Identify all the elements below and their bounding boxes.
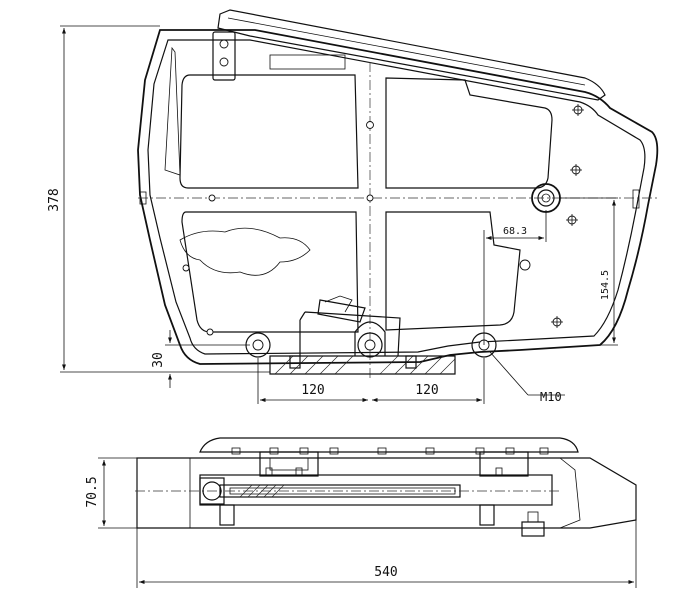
dim-378: 378 (47, 188, 62, 211)
bottom-view-dimensions: 70.5 540 (85, 457, 637, 588)
dim-68-3: 68.3 (503, 226, 527, 237)
dim-120-left: 120 (301, 383, 324, 398)
panel-bottom-right (385, 211, 521, 331)
dim-540: 540 (374, 565, 397, 580)
seat-cushion (217, 9, 606, 101)
mounting-bolt (521, 521, 545, 537)
thread-label-m10: M10 (540, 390, 562, 404)
slider-base (269, 355, 456, 375)
dim-70-5: 70.5 (85, 476, 100, 507)
bottom-view (135, 437, 637, 537)
dim-30: 30 (151, 352, 166, 368)
adjust-handle-bracket (299, 311, 401, 357)
panel-top-left (179, 74, 359, 189)
dim-154-5: 154.5 (600, 270, 611, 300)
mounting-holes (182, 105, 583, 336)
panel-top-right (385, 77, 553, 189)
slide-rail-body (136, 457, 637, 529)
seat-frame-outline (137, 29, 659, 365)
dim-120-right: 120 (415, 383, 438, 398)
side-view (137, 9, 660, 380)
upper-bracket (212, 31, 236, 81)
cushion-strip (199, 437, 579, 453)
seat-frame-inner (147, 39, 646, 355)
side-view-dimensions: 378 30 120 120 68.3 154.5 M10 (47, 25, 618, 404)
